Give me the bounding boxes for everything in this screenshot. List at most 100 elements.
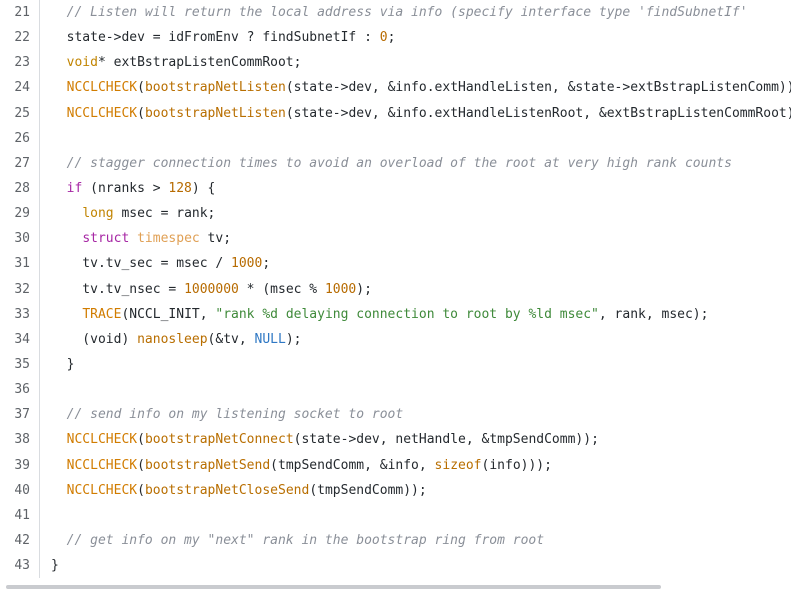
code-line: 24 NCCLCHECK(bootstrapNetListen(state->d… bbox=[0, 75, 791, 101]
code-token: bootstrapNetCloseSend bbox=[144, 482, 310, 498]
code-token bbox=[51, 432, 67, 447]
code-token: tv.tv_sec = msec / bbox=[51, 256, 232, 272]
code-text bbox=[40, 503, 51, 528]
code-line: 27 // stagger connection times to avoid … bbox=[0, 150, 791, 176]
code-line: 22 state->dev = idFromEnv ? findSubnetIf… bbox=[0, 25, 791, 51]
code-line: 38 NCCLCHECK(bootstrapNetConnect(state->… bbox=[0, 427, 791, 453]
code-token: tv.tv_nsec = bbox=[51, 281, 185, 297]
code-token: 128 bbox=[168, 180, 192, 196]
code-token: msec = rank; bbox=[113, 206, 216, 222]
code-token: bootstrapNetSend bbox=[144, 457, 271, 473]
code-token: bootstrapNetListen bbox=[144, 80, 286, 96]
code-token bbox=[51, 533, 67, 548]
code-token: ( bbox=[137, 105, 145, 121]
line-number: 39 bbox=[0, 452, 40, 478]
code-token: timespec bbox=[137, 231, 200, 247]
code-token: 1000 bbox=[324, 281, 357, 297]
code-token: if bbox=[66, 180, 83, 196]
code-token: // get info on my "next" rank in the boo… bbox=[66, 532, 545, 548]
code-token: // send info on my listening socket to r… bbox=[66, 407, 404, 423]
line-number: 43 bbox=[0, 553, 40, 579]
line-number: 27 bbox=[0, 150, 40, 176]
line-number: 31 bbox=[0, 251, 40, 277]
code-text: NCCLCHECK(bootstrapNetListen(state->dev,… bbox=[40, 75, 791, 100]
code-token bbox=[51, 181, 67, 196]
code-text: NCCLCHECK(bootstrapNetCloseSend(tmpSendC… bbox=[40, 478, 427, 503]
code-text: NCCLCHECK(bootstrapNetSend(tmpSendComm, … bbox=[40, 453, 552, 478]
code-token: 0 bbox=[379, 30, 388, 46]
code-token bbox=[51, 156, 67, 171]
code-token bbox=[51, 307, 82, 322]
line-number: 30 bbox=[0, 226, 40, 252]
line-number: 33 bbox=[0, 301, 40, 327]
code-token: NCCLCHECK bbox=[66, 80, 138, 96]
horizontal-scrollbar[interactable] bbox=[6, 585, 661, 589]
code-token: (&tv, bbox=[207, 331, 255, 347]
code-token: ( bbox=[137, 457, 145, 473]
code-text: if (nranks > 128) { bbox=[40, 176, 216, 201]
line-number: 29 bbox=[0, 201, 40, 227]
line-number: 35 bbox=[0, 351, 40, 378]
line-number: 21 bbox=[0, 0, 40, 26]
code-token: struct bbox=[82, 231, 130, 247]
line-number: 23 bbox=[0, 50, 40, 76]
code-line: 33 TRACE(NCCL_INIT, "rank %d delaying co… bbox=[0, 301, 791, 327]
code-token: nanosleep bbox=[137, 331, 208, 347]
code-token: ); bbox=[356, 281, 372, 297]
code-token: (state->dev, &info.extHandleListenRoot, … bbox=[285, 105, 791, 121]
code-line: 42 // get info on my "next" rank in the … bbox=[0, 527, 791, 554]
code-token: (tmpSendComm, &info, bbox=[270, 457, 435, 473]
code-line: 30 struct timespec tv; bbox=[0, 226, 791, 252]
code-token bbox=[51, 407, 67, 422]
code-text: struct timespec tv; bbox=[40, 226, 231, 251]
code-text: (void) nanosleep(&tv, NULL); bbox=[40, 327, 301, 352]
code-line: 28 if (nranks > 128) { bbox=[0, 175, 791, 202]
line-number: 28 bbox=[0, 175, 40, 202]
code-token: (nranks > bbox=[82, 180, 169, 196]
code-token bbox=[51, 5, 67, 20]
code-text: // stagger connection times to avoid an … bbox=[40, 151, 732, 176]
code-line: 21 // Listen will return the local addre… bbox=[0, 0, 791, 26]
code-token: NCCLCHECK bbox=[66, 457, 138, 473]
code-line: 26 bbox=[0, 125, 791, 151]
line-number: 26 bbox=[0, 125, 40, 151]
line-number: 22 bbox=[0, 25, 40, 51]
code-line: 40 NCCLCHECK(bootstrapNetCloseSend(tmpSe… bbox=[0, 477, 791, 503]
code-token: ) { bbox=[191, 180, 216, 196]
code-token: (NCCL_INIT, bbox=[121, 306, 216, 322]
code-text: void* extBstrapListenCommRoot; bbox=[40, 50, 302, 75]
code-token bbox=[51, 106, 67, 121]
code-token bbox=[51, 80, 67, 95]
line-number: 42 bbox=[0, 527, 40, 554]
code-token: // Listen will return the local address … bbox=[66, 5, 748, 20]
code-text: // Listen will return the local address … bbox=[40, 0, 748, 25]
line-number: 24 bbox=[0, 75, 40, 101]
code-line: 32 tv.tv_nsec = 1000000 * (msec % 1000); bbox=[0, 276, 791, 302]
code-token: NULL bbox=[254, 331, 286, 347]
line-number: 25 bbox=[0, 100, 40, 126]
code-text: } bbox=[40, 352, 75, 377]
code-line: 29 long msec = rank; bbox=[0, 201, 791, 227]
code-token: ( bbox=[137, 432, 145, 448]
code-line: 25 NCCLCHECK(bootstrapNetListen(state->d… bbox=[0, 100, 791, 126]
code-line: 35 } bbox=[0, 351, 791, 378]
code-token: 1000000 bbox=[184, 281, 239, 297]
code-token: // stagger connection times to avoid an … bbox=[66, 155, 732, 171]
code-text: TRACE(NCCL_INIT, "rank %d delaying conne… bbox=[40, 302, 708, 327]
code-token: , rank, msec); bbox=[598, 306, 709, 322]
code-token: NCCLCHECK bbox=[66, 482, 138, 498]
line-number: 32 bbox=[0, 276, 40, 302]
code-line: 41 bbox=[0, 502, 791, 528]
code-token: (state->dev, &info.extHandleListen, &sta… bbox=[285, 80, 791, 96]
code-token: NCCLCHECK bbox=[66, 105, 138, 121]
line-number: 34 bbox=[0, 326, 40, 352]
code-token: tv; bbox=[199, 231, 232, 247]
code-text: NCCLCHECK(bootstrapNetConnect(state->dev… bbox=[40, 427, 599, 452]
code-token: ); bbox=[285, 331, 302, 347]
code-token: ; bbox=[262, 256, 271, 272]
code-token: long bbox=[82, 206, 114, 222]
code-token: ; bbox=[387, 30, 396, 46]
code-line: 37 // send info on my listening socket t… bbox=[0, 402, 791, 428]
